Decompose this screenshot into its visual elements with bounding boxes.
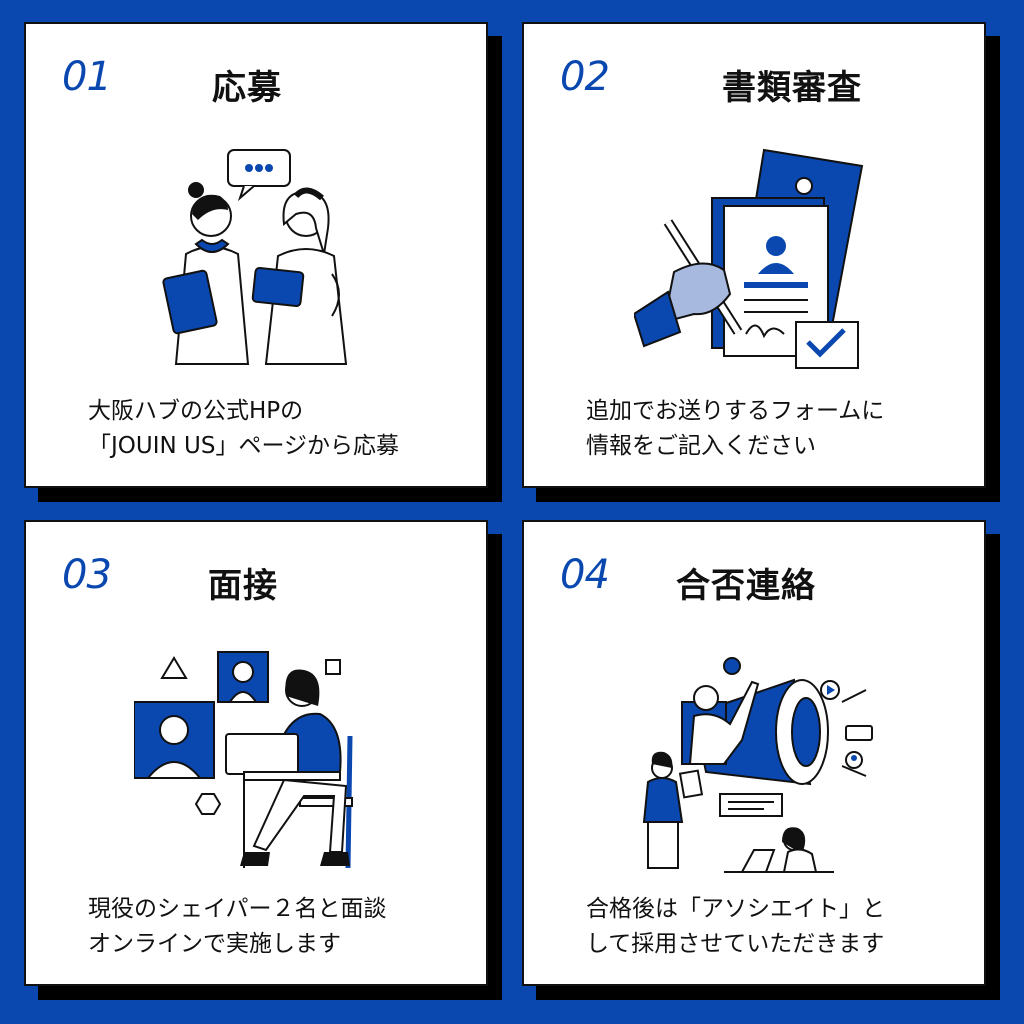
step-card-1: 01 応募 大阪ハブの公式HPの 「JOUIN US」ページから応募 xyxy=(24,22,488,488)
step-title: 合否連絡 xyxy=(676,566,816,606)
step-title: 書類審査 xyxy=(722,68,862,108)
two-women-chatting-icon xyxy=(162,149,348,365)
step-number: 01 xyxy=(62,54,112,100)
signing-documents-icon xyxy=(634,148,864,369)
step-description: 大阪ハブの公式HPの 「JOUIN US」ページから応募 xyxy=(88,398,399,459)
step-card-2: 02 書類審査 追加でお送りするフォームに 情報をご記入ください xyxy=(522,22,986,488)
step-card-3: 03 面接 現役のシェイパー２名と面談 オンラインで実施します xyxy=(24,520,488,986)
step-description: 現役のシェイパー２名と面談 オンラインで実施します xyxy=(88,896,387,957)
step-number: 03 xyxy=(62,552,112,598)
megaphone-announcement-icon xyxy=(642,657,873,873)
video-call-icon xyxy=(134,651,353,869)
step-description: 追加でお送りするフォームに 情報をご記入ください xyxy=(586,398,885,459)
step-card-4: 04 合否連絡 合格後は「アソシエイト」 xyxy=(522,520,986,986)
step-description: 合格後は「アソシエイト」と して採用させていただきます xyxy=(586,896,885,957)
step-number: 04 xyxy=(560,552,610,598)
step-title: 面接 xyxy=(208,566,278,606)
step-title: 応募 xyxy=(212,68,282,108)
step-number: 02 xyxy=(560,54,610,100)
